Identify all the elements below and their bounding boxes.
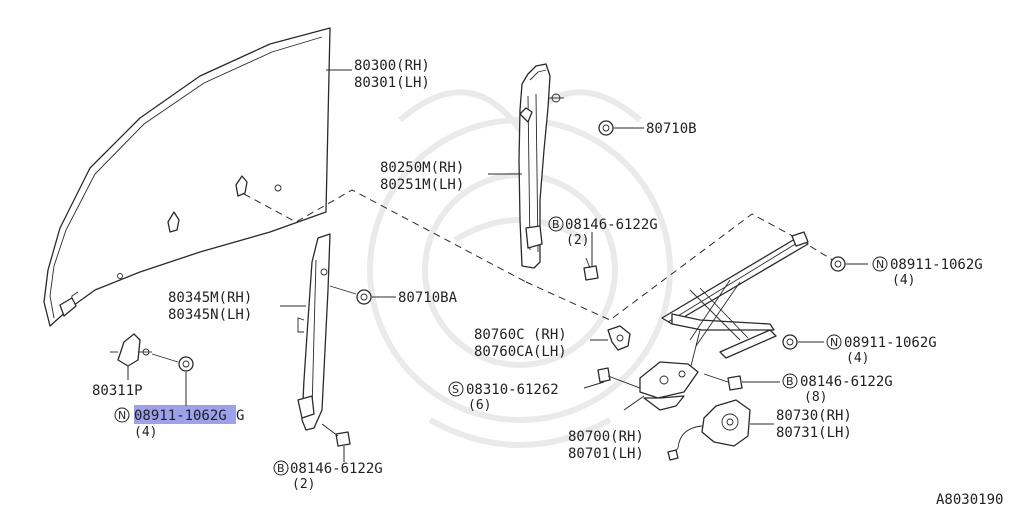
assembly-dashed-lines — [243, 189, 837, 321]
regulator-nut-top-qty: (4) — [892, 273, 915, 288]
stopper-nut[interactable] — [151, 353, 194, 372]
front-sash-bolt-symbol: B — [273, 460, 289, 476]
regulator-nut-mid-qty: (4) — [846, 351, 869, 366]
svg-text:S: S — [452, 383, 459, 396]
regulator-nut-top-code: 08911-1062G — [890, 257, 983, 273]
rear-sash-label-rh: 80250M(RH) — [380, 160, 464, 176]
clip-label-lh: 80760CA(LH) — [474, 344, 567, 360]
front-sash-part[interactable] — [297, 233, 331, 431]
front-sash-bolt[interactable] — [321, 423, 351, 447]
motor-label-rh: 80730(RH) — [776, 408, 852, 424]
svg-text:B: B — [277, 462, 285, 475]
screw-qty: (6) — [468, 398, 491, 413]
stopper-nut-suffix: G — [236, 408, 244, 424]
rear-sash-bolt-qty: (2) — [566, 233, 589, 248]
regulator-nut-mid-code: 08911-1062G — [844, 335, 937, 351]
regulator-nut-mid[interactable] — [782, 334, 798, 350]
regulator-bolt[interactable] — [703, 373, 743, 391]
screw-code: 08310-61262 — [466, 382, 559, 398]
rear-sash-bolt-code: 08146-6122G — [565, 217, 658, 233]
front-sash-label-rh: 80345M(RH) — [168, 290, 252, 306]
regulator-leader — [623, 395, 645, 411]
rear-sash-nut-label: 80710B — [646, 121, 697, 137]
front-sash-label-lh: 80345N(LH) — [168, 307, 252, 323]
regulator-bolt-code: 08146-6122G — [800, 374, 893, 390]
stopper-part[interactable] — [110, 333, 152, 367]
regulator-bolt-qty: (8) — [804, 390, 827, 405]
stopper-nut-symbol: N — [114, 407, 130, 423]
svg-text:B: B — [786, 375, 794, 388]
regulator-nut-mid-symbol: N — [826, 334, 842, 350]
highlighted-callout — [134, 405, 236, 424]
motor-label-lh: 80731(LH) — [776, 425, 852, 441]
front-sash-bolt-qty: (2) — [292, 477, 315, 492]
svg-text:B: B — [552, 218, 560, 231]
front-sash-nut[interactable] — [329, 285, 372, 305]
rear-sash-nut[interactable] — [598, 120, 614, 136]
screw-leader — [583, 381, 605, 389]
rear-sash-bolt-symbol: B — [548, 216, 564, 232]
svg-text:N: N — [830, 336, 838, 349]
screw-symbol: S — [448, 381, 464, 397]
rear-sash-label-lh: 80251M(LH) — [380, 177, 464, 193]
glass-label-rh: 80300(RH) — [354, 58, 430, 74]
door-glass-part[interactable] — [43, 27, 331, 327]
regulator-nut-top[interactable] — [830, 256, 846, 272]
front-sash-bolt-code: 08146-6122G — [290, 461, 383, 477]
regulator-nut-top-symbol: N — [872, 256, 888, 272]
rear-sash-bolt[interactable] — [583, 257, 599, 281]
stopper-label: 80311P — [92, 383, 143, 399]
clip-part[interactable] — [607, 325, 631, 351]
motor-part[interactable] — [667, 399, 751, 461]
clip-label-rh: 80760C (RH) — [474, 327, 567, 343]
diagram-id: A8030190 — [936, 492, 1003, 508]
regulator-label-rh: 80700(RH) — [568, 429, 644, 445]
stopper-nut-qty: (4) — [134, 425, 157, 440]
regulator-bolt-symbol: B — [782, 373, 798, 389]
svg-text:N: N — [876, 258, 884, 271]
rear-sash-part[interactable] — [518, 63, 564, 269]
regulator-label-lh: 80701(LH) — [568, 446, 644, 462]
regulator-part[interactable] — [639, 231, 809, 411]
stopper-nut-code: 08911-1062G — [134, 408, 227, 424]
front-sash-nut-label: 80710BA — [398, 290, 458, 306]
screw-part[interactable] — [597, 367, 641, 389]
glass-label-lh: 80301(LH) — [354, 75, 430, 91]
svg-text:N: N — [118, 409, 126, 422]
